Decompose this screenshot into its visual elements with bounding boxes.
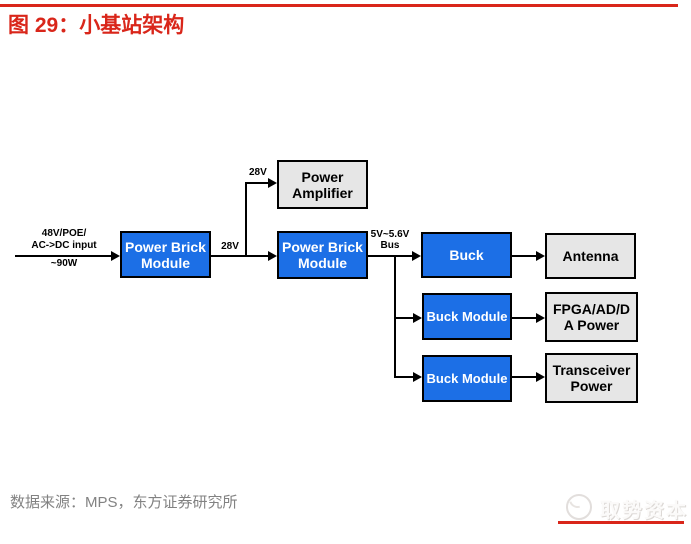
node-label: Buck Module (426, 308, 508, 324)
arrowhead-brick2 (268, 251, 277, 261)
edge-branch-up (245, 182, 247, 257)
watermark-accent-rule (558, 521, 684, 524)
brand-name: 取势资本 (600, 500, 688, 522)
brand-watermark: 取势资本 (558, 490, 686, 526)
edge-input-line (15, 255, 112, 257)
label-28v-branch: 28V (249, 167, 267, 178)
figure-title: 图 29：小基站架构 (8, 14, 185, 37)
node-buck-module-3: Buck Module (422, 355, 512, 402)
node-transceiver-power: Transceiver Power (545, 353, 638, 403)
edge-to-buck-module-3 (394, 376, 414, 378)
node-buck: Buck (421, 232, 512, 278)
node-power-brick-module-2: Power Brick Module (277, 231, 368, 279)
label-bus-voltage: 5V~5.6V Bus (370, 229, 410, 251)
input-power-label: ~90W (50, 258, 78, 269)
title-accent-rule (0, 4, 678, 7)
edge-brick2-to-buck (368, 255, 413, 257)
node-label: Buck Module (426, 370, 508, 386)
arrowhead-fpga-power (536, 313, 545, 323)
node-antenna: Antenna (545, 233, 636, 279)
arrowhead-buck-module-2 (413, 313, 422, 323)
brand-logo-icon (566, 494, 592, 520)
data-source-text: 数据来源：MPS，东方证券研究所 (10, 494, 238, 511)
node-power-amplifier: Power Amplifier (277, 160, 368, 209)
edge-brick1-to-brick2 (211, 255, 270, 257)
node-buck-module-2: Buck Module (422, 293, 512, 340)
node-label: Power Brick Module (282, 239, 363, 271)
edge-to-fpga-power (512, 317, 537, 319)
edge-buck-to-antenna (511, 255, 537, 257)
edge-to-power-amplifier (245, 182, 268, 184)
arrowhead-power-amplifier (268, 178, 277, 188)
node-power-brick-module-1: Power Brick Module (120, 231, 211, 278)
node-label: Power Brick Module (125, 238, 206, 271)
node-label: Buck (449, 247, 484, 263)
small-base-station-architecture-diagram: 48V/POE/ AC->DC input ~90W 28V 28V 5V~5.… (15, 160, 638, 403)
input-voltage-label: 48V/POE/ AC->DC input (31, 228, 97, 251)
node-label: Transceiver Power (552, 362, 631, 394)
arrowhead-transceiver-power (536, 372, 545, 382)
node-label: Antenna (562, 248, 619, 264)
arrowhead-antenna (536, 251, 545, 261)
arrowhead-input (111, 251, 120, 261)
edge-to-transceiver-power (512, 376, 537, 378)
label-28v-main: 28V (221, 241, 239, 252)
node-label: Power Amplifier (292, 168, 353, 201)
arrowhead-buck (412, 251, 421, 261)
node-fpga-ad-da-power: FPGA/AD/D A Power (545, 292, 638, 342)
node-label: FPGA/AD/D A Power (553, 301, 630, 333)
arrowhead-buck-module-3 (413, 372, 422, 382)
edge-to-buck-module-2 (394, 317, 414, 319)
